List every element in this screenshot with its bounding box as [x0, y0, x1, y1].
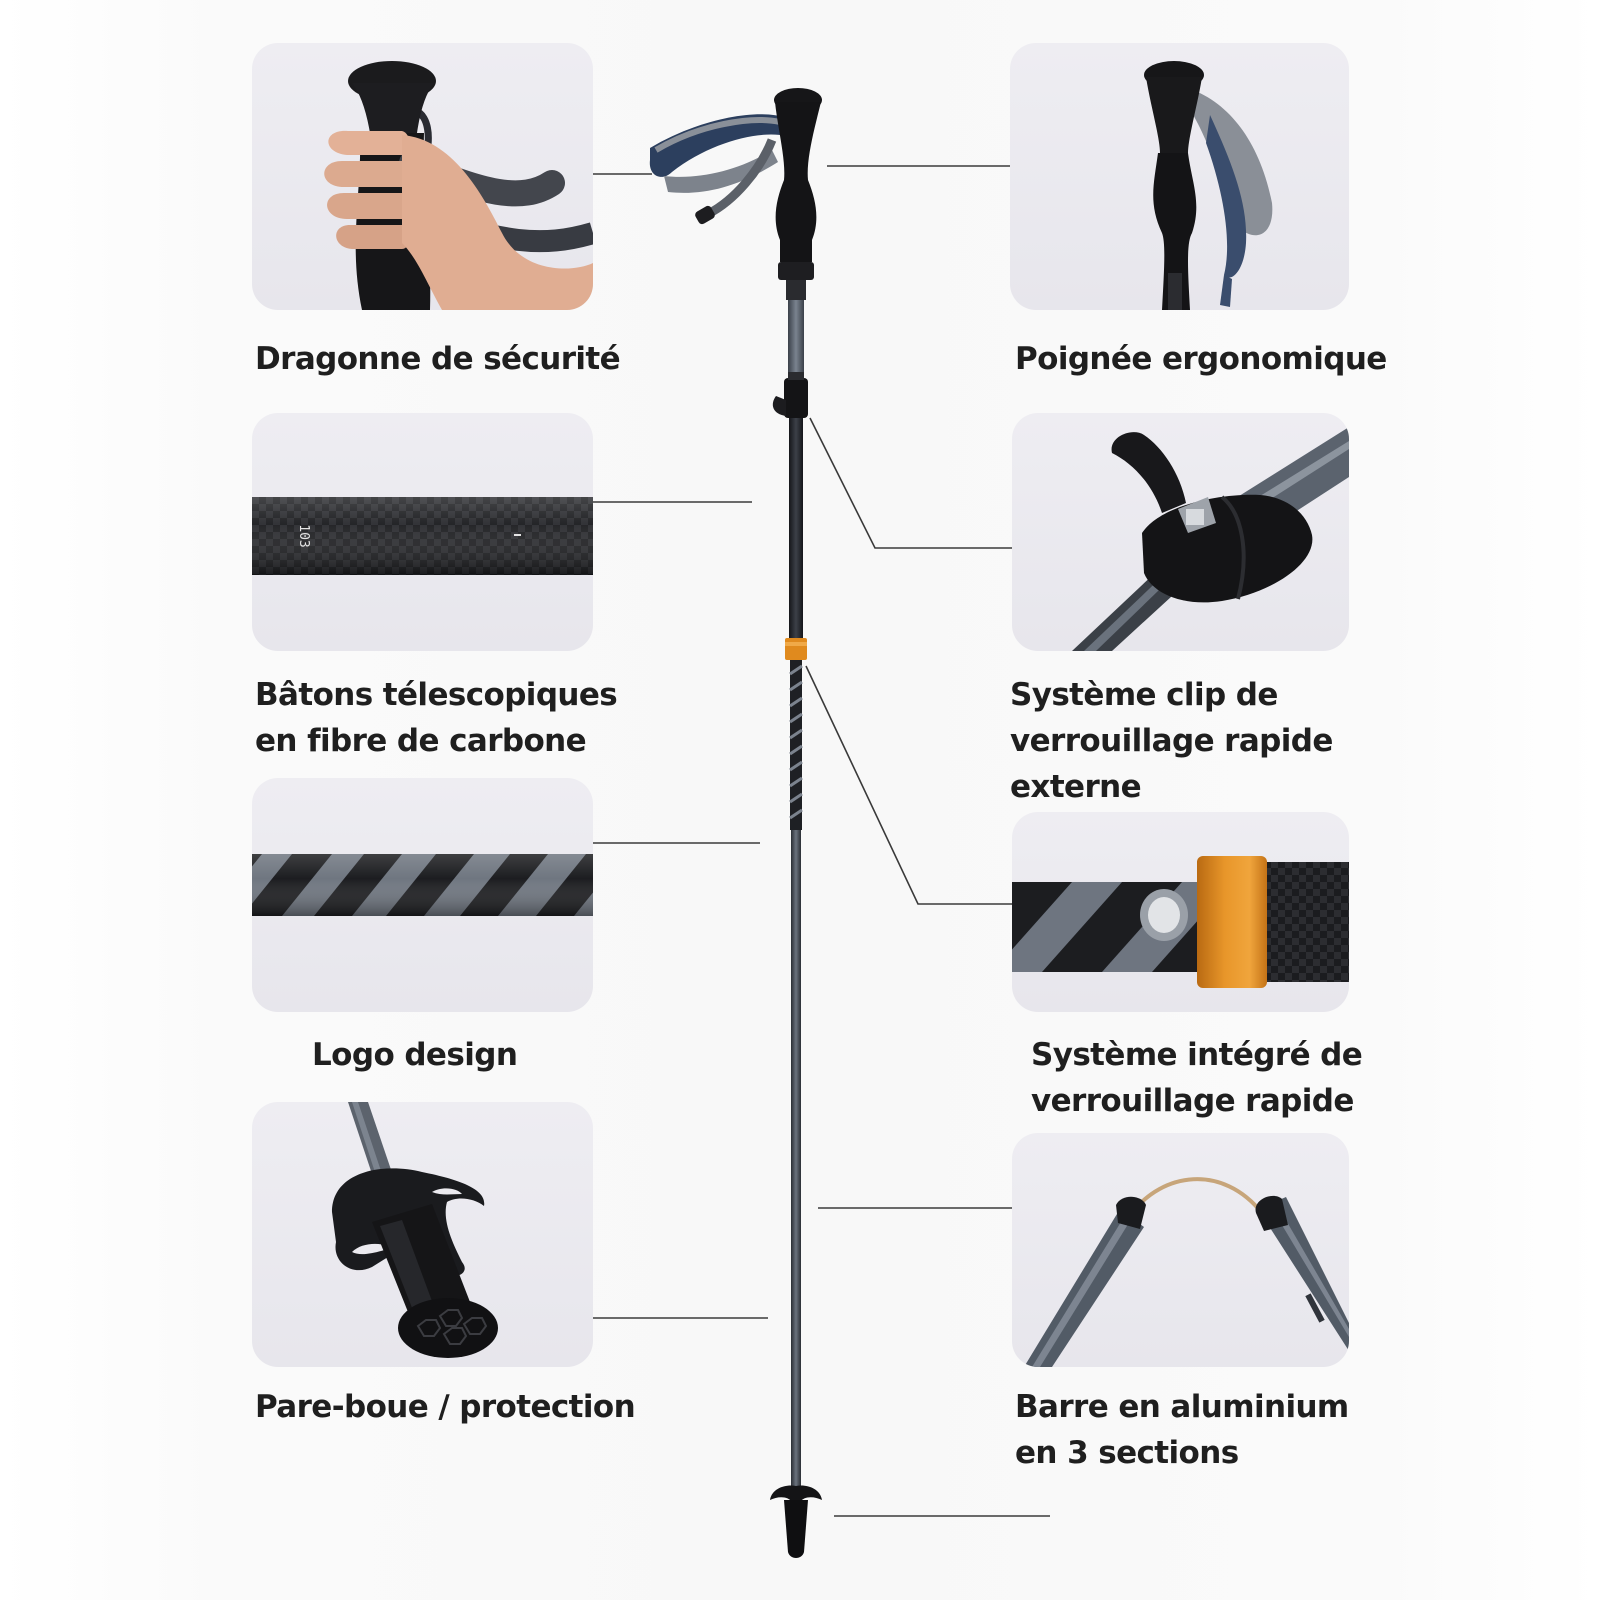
wrist-strap-label: Dragonne de sécurité — [255, 341, 621, 377]
pole-flip-lock — [772, 372, 808, 418]
carbon-tube-icon: 103 — [252, 497, 593, 575]
ergonomic-grip-panel — [1010, 43, 1349, 310]
flip-lock-icon — [1072, 427, 1349, 651]
folding-bar-icon — [1024, 1177, 1349, 1367]
tube-marking: 103 — [296, 524, 311, 547]
mud-guard-label: Pare-boue / protection — [255, 1389, 636, 1425]
connector-external-clip — [809, 417, 1012, 549]
wrist-strap-panel — [252, 43, 593, 310]
pole-upper-shaft — [788, 300, 804, 380]
push-button-lock-icon — [1012, 856, 1349, 988]
pole-basket-tip — [770, 1485, 822, 1558]
pole-carbon-shaft — [789, 418, 803, 638]
striped-tube-icon — [252, 854, 593, 916]
logo-design-label: Logo design — [312, 1037, 518, 1073]
pole-wrist-strap — [649, 114, 786, 225]
logo-design-panel — [252, 778, 593, 1012]
carbon-tube-label: Bâtons télescopiques en fibre de carbone — [255, 677, 618, 759]
pole-striped-shaft — [789, 660, 803, 830]
pole-lower-shaft — [791, 830, 801, 1490]
pole-orange-ring — [785, 638, 807, 660]
pole-grip — [774, 88, 822, 300]
integrated-lock-panel — [1012, 812, 1349, 1012]
external-clip-label: Système clip de verrouillage rapide exte… — [1010, 677, 1333, 805]
ergonomic-grip-label: Poignée ergonomique — [1015, 341, 1387, 377]
wrist-strap-icon — [324, 61, 593, 310]
aluminium-bar-label: Barre en aluminium en 3 sections — [1015, 1389, 1349, 1471]
aluminium-bar-panel — [1012, 1133, 1349, 1367]
mud-guard-panel — [252, 1102, 593, 1367]
integrated-lock-label: Système intégré de verrouillage rapide — [1031, 1037, 1363, 1119]
basket-tip-icon — [332, 1102, 498, 1358]
external-clip-panel — [1012, 413, 1349, 651]
connector-integrated-lock — [805, 665, 1012, 905]
carbon-tube-panel: 103 — [252, 413, 593, 651]
connector-lines — [593, 165, 1050, 1517]
ergonomic-grip-icon — [1144, 61, 1273, 310]
